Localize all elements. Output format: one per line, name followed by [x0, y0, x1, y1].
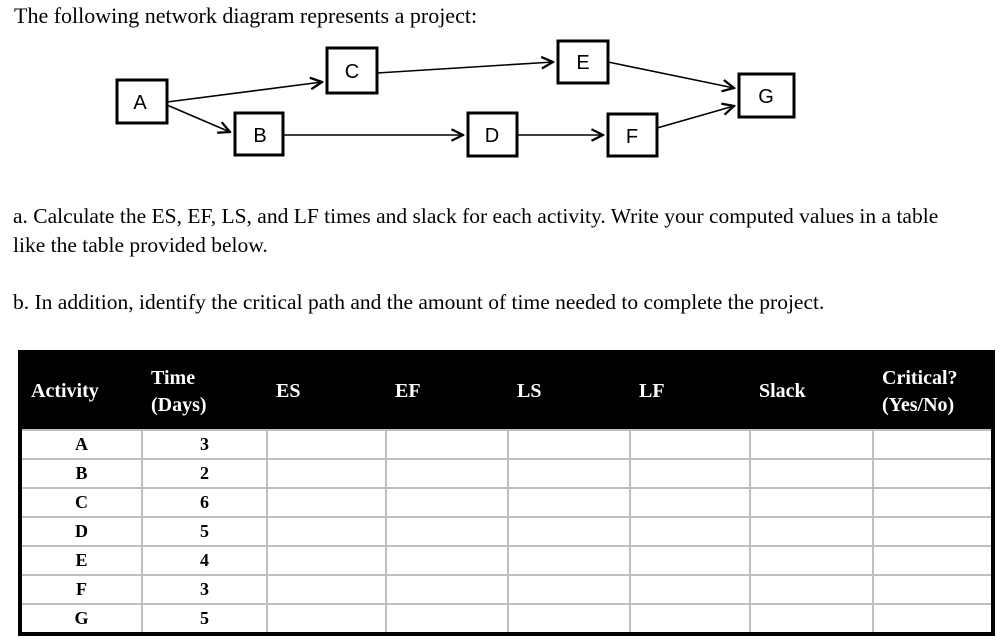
- node-G: G: [737, 72, 796, 119]
- node-E-label: E: [576, 52, 589, 74]
- slack-cell: [749, 429, 874, 460]
- es-cell: [266, 545, 387, 576]
- lf-cell: [629, 574, 751, 605]
- critical-cell: [872, 458, 994, 489]
- critical-cell: [872, 487, 994, 518]
- slack-cell: [749, 487, 874, 518]
- activity-cell: E: [19, 545, 143, 576]
- problem-title: The following network diagram represents…: [14, 3, 478, 28]
- table-row: G 5: [19, 603, 994, 635]
- table-row: E 4: [19, 545, 994, 576]
- time-cell: 2: [141, 458, 268, 489]
- lf-cell: [629, 429, 751, 460]
- ls-cell: [507, 603, 631, 635]
- time-cell: 3: [141, 429, 268, 460]
- col-header-slack: Slack: [750, 352, 873, 430]
- time-cell: 3: [141, 574, 268, 605]
- node-E: E: [556, 39, 610, 85]
- es-cell: [266, 603, 387, 635]
- col-header-activity: Activity: [20, 352, 142, 430]
- es-cell: [266, 429, 387, 460]
- activity-cell: B: [19, 458, 143, 489]
- col-header-ef: EF: [386, 352, 508, 430]
- time-cell: 5: [141, 516, 268, 547]
- slack-cell: [749, 574, 874, 605]
- critical-cell: [872, 545, 994, 576]
- ef-cell: [385, 429, 509, 460]
- activity-table: Activity Time (Days) ES EF LS LF Slack C…: [18, 350, 995, 636]
- col-header-time: Time (Days): [142, 352, 267, 430]
- table-row: C 6: [19, 487, 994, 518]
- ls-cell: [507, 574, 631, 605]
- node-B: B: [233, 111, 285, 157]
- critical-cell: [872, 603, 994, 635]
- ls-cell: [507, 545, 631, 576]
- node-C: C: [325, 46, 379, 95]
- instruction-a: a. Calculate the ES, EF, LS, and LF time…: [13, 204, 939, 257]
- lf-cell: [629, 487, 751, 518]
- ef-cell: [385, 603, 509, 635]
- lf-cell: [629, 516, 751, 547]
- node-B-label: B: [253, 125, 266, 147]
- slack-cell: [749, 603, 874, 635]
- lf-cell: [629, 603, 751, 635]
- col-header-critical: Critical? (Yes/No): [873, 352, 993, 430]
- ef-cell: [385, 574, 509, 605]
- ls-cell: [507, 429, 631, 460]
- lf-cell: [629, 458, 751, 489]
- critical-cell: [872, 516, 994, 547]
- activity-cell: F: [19, 574, 143, 605]
- activity-cell: A: [19, 429, 143, 460]
- activity-cell: G: [19, 603, 143, 635]
- table-row: F 3: [19, 574, 994, 605]
- slack-cell: [749, 458, 874, 489]
- ls-cell: [507, 516, 631, 547]
- slack-cell: [749, 516, 874, 547]
- table-row: D 5: [19, 516, 994, 547]
- instruction-b: b. In addition, identify the critical pa…: [13, 290, 825, 314]
- edge-F-G: [656, 106, 734, 129]
- edge-C-E: [376, 62, 553, 74]
- node-F-label: F: [626, 126, 638, 148]
- node-D-label: D: [485, 125, 499, 147]
- node-F: F: [606, 112, 659, 158]
- slack-cell: [749, 545, 874, 576]
- ef-cell: [385, 458, 509, 489]
- col-header-es: ES: [267, 352, 386, 430]
- time-cell: 5: [141, 603, 268, 635]
- es-cell: [266, 574, 387, 605]
- table-row: A 3: [19, 429, 994, 460]
- critical-cell: [872, 429, 994, 460]
- edge-A-C: [166, 82, 322, 103]
- node-C-label: C: [345, 61, 359, 83]
- critical-cell: [872, 574, 994, 605]
- node-A-label: A: [133, 92, 147, 114]
- es-cell: [266, 487, 387, 518]
- ls-cell: [507, 487, 631, 518]
- table-row: B 2: [19, 458, 994, 489]
- ef-cell: [385, 516, 509, 547]
- ls-cell: [507, 458, 631, 489]
- activity-cell: C: [19, 487, 143, 518]
- ef-cell: [385, 545, 509, 576]
- table-header-row: Activity Time (Days) ES EF LS LF Slack C…: [20, 352, 993, 430]
- col-header-ls: LS: [508, 352, 630, 430]
- node-A: A: [115, 78, 169, 125]
- activity-cell: D: [19, 516, 143, 547]
- es-cell: [266, 458, 387, 489]
- col-header-lf: LF: [630, 352, 750, 430]
- time-cell: 6: [141, 487, 268, 518]
- lf-cell: [629, 545, 751, 576]
- network-diagram: A B C D E F G: [115, 39, 796, 158]
- time-cell: 4: [141, 545, 268, 576]
- node-G-label: G: [758, 86, 774, 108]
- edge-A-B: [166, 104, 230, 132]
- es-cell: [266, 516, 387, 547]
- edge-E-G: [607, 61, 734, 88]
- ef-cell: [385, 487, 509, 518]
- node-D: D: [466, 111, 519, 158]
